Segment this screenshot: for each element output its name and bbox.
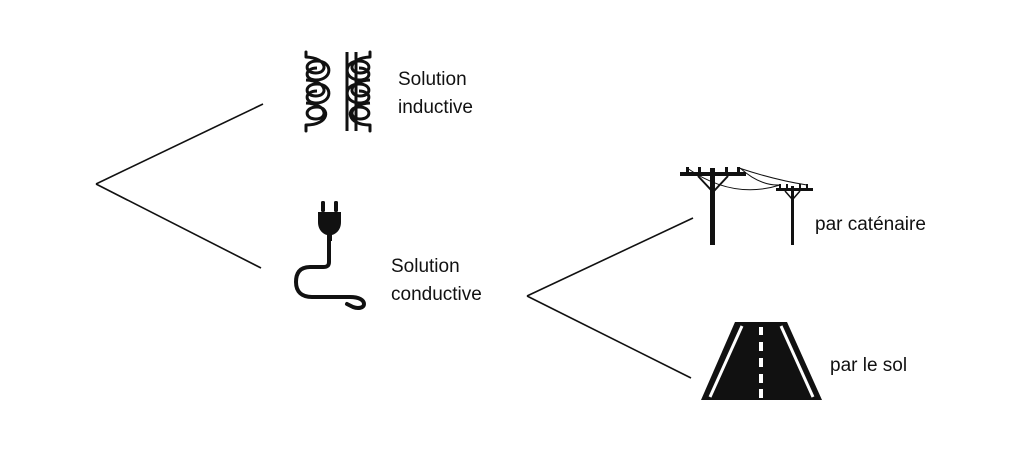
label-conductive-line2: conductive bbox=[391, 284, 482, 305]
connectors bbox=[95, 103, 694, 379]
label-inductive-line2: inductive bbox=[398, 97, 473, 118]
label-solution-conductive: Solution conductive bbox=[391, 253, 482, 309]
label-inductive-line1: Solution bbox=[398, 69, 467, 90]
label-par-catenaire: par caténaire bbox=[815, 211, 926, 239]
connector-root-inductive bbox=[95, 103, 264, 185]
label-solution-inductive: Solution inductive bbox=[398, 66, 473, 122]
label-conductive-line1: Solution bbox=[391, 256, 460, 277]
connector-root-conductive bbox=[95, 183, 262, 269]
label-par-le-sol: par le sol bbox=[830, 352, 907, 380]
utility-pole-power-line-icon bbox=[680, 167, 813, 245]
road-lane-icon bbox=[701, 322, 822, 400]
connector-conductive-catenary bbox=[526, 217, 694, 297]
electric-plug-cable-icon bbox=[294, 201, 366, 310]
label-ground-text: par le sol bbox=[830, 355, 908, 376]
transformer-coil-icon bbox=[304, 50, 372, 133]
label-catenary-text: par caténaire bbox=[815, 214, 926, 235]
connector-conductive-ground bbox=[526, 295, 692, 379]
